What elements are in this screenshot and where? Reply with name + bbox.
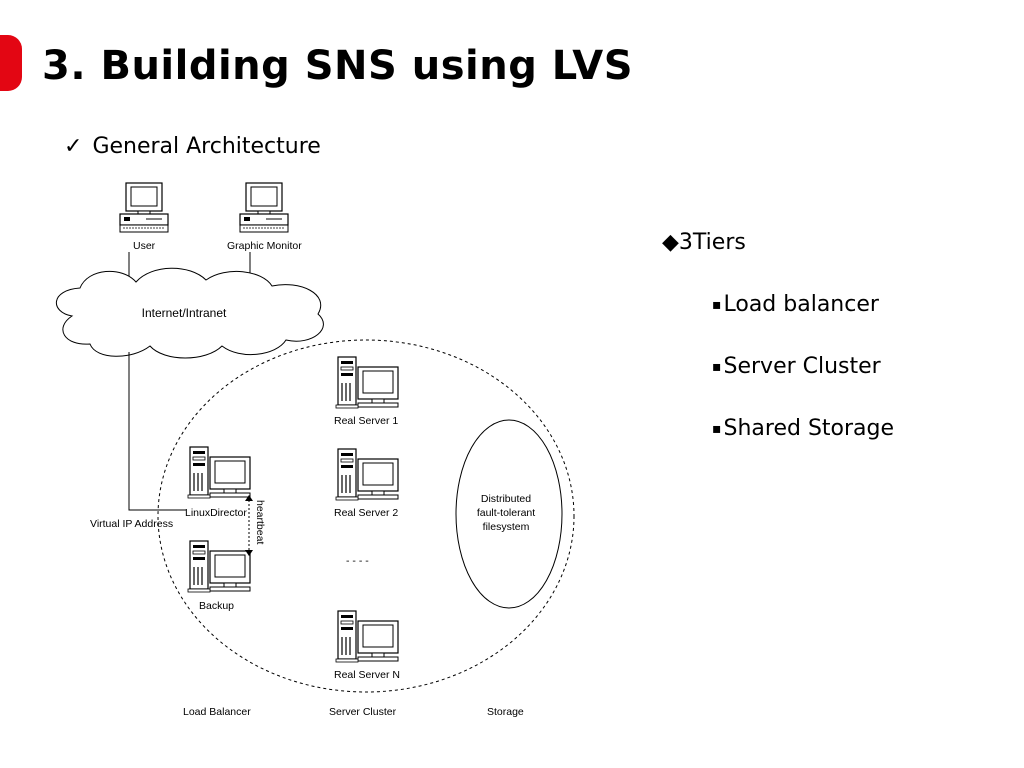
real-server-n-icon (335, 610, 399, 663)
tier-item: ▪Shared Storage (712, 414, 894, 444)
virtual-ip-link (128, 352, 186, 511)
storage-ellipse (455, 419, 563, 609)
backup-label: Backup (199, 600, 234, 612)
real-server-1-icon (335, 356, 399, 409)
diamond-bullet-icon: ◆ (662, 230, 679, 255)
user-computer-icon (119, 182, 169, 233)
server1-label: Real Server 1 (334, 415, 398, 427)
subtitle-text: General Architecture (92, 134, 321, 159)
checkmark-icon: ✓ (64, 134, 83, 159)
server2-label: Real Server 2 (334, 507, 398, 519)
square-bullet-icon: ▪ (712, 297, 722, 313)
heartbeat-link (245, 495, 253, 556)
square-bullet-icon: ▪ (712, 421, 722, 437)
director-label: LinuxDirector (185, 507, 247, 519)
tier-caption-server-cluster: Server Cluster (329, 706, 397, 718)
tier-caption-storage: Storage (487, 706, 524, 718)
heartbeat-label: heartbeat (254, 500, 266, 544)
tier-item-label: Shared Storage (723, 416, 895, 441)
tier-item-label: Load balancer (723, 292, 879, 317)
backup-computer-icon (187, 540, 251, 593)
monitor-label: Graphic Monitor (227, 240, 302, 252)
subtitle: ✓ General Architecture (64, 132, 321, 162)
linux-director-computer-icon (187, 446, 251, 499)
cloud-label: Internet/Intranet (142, 306, 227, 320)
virtual-ip-label: Virtual IP Address (90, 518, 173, 530)
storage-text-line: fault-tolerant (477, 507, 535, 519)
storage-text-line: Distributed (481, 493, 531, 505)
title-accent-bar (0, 35, 22, 91)
tiers-heading-text: 3Tiers (678, 230, 746, 255)
real-server-2-icon (335, 448, 399, 501)
square-bullet-icon: ▪ (712, 359, 722, 375)
slide-title: 3. Building SNS using LVS (42, 43, 634, 89)
internet-cloud: Internet/Intranet (55, 267, 324, 359)
user-label: User (133, 240, 156, 252)
serverN-label: Real Server N (334, 669, 400, 681)
tier-item: ▪Server Cluster (712, 352, 881, 382)
cluster-boundary (157, 339, 575, 693)
tier-item-label: Server Cluster (723, 354, 881, 379)
tiers-heading: ◆3Tiers (662, 228, 746, 258)
tier-item: ▪Load balancer (712, 290, 879, 320)
monitor-computer-icon (239, 182, 289, 233)
storage-text-line: filesystem (483, 521, 530, 533)
server-ellipsis: - - - - (346, 555, 369, 567)
tier-caption-load-balancer: Load Balancer (183, 706, 251, 718)
